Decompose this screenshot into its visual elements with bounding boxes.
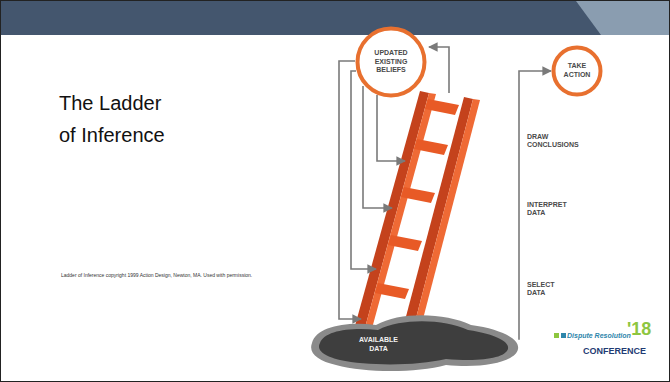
ladder <box>353 91 480 345</box>
logo-mark <box>554 333 566 338</box>
header-accent <box>576 1 669 35</box>
rung-label: SELECT DATA <box>527 281 567 298</box>
action-circle: TAKE ACTION <box>551 45 603 97</box>
rung-label: DRAW CONCLUSIONS <box>527 133 585 150</box>
copyright-note: Ladder of Inference copyright 1999 Actio… <box>61 272 321 278</box>
logo-year: '18 <box>627 319 667 341</box>
logo-text: CONFERENCE <box>583 346 663 357</box>
logo-text: Dispute Resolution <box>567 332 637 340</box>
rung-label: INTERPRET DATA <box>527 201 577 218</box>
pool-shape <box>306 299 521 373</box>
data-pool: AVAILABLE DATA <box>306 299 521 373</box>
node-text: TAKE ACTION <box>557 62 597 80</box>
title-text: The Ladder of Inference <box>59 87 169 151</box>
node-text: UPDATED EXISTING BELIEFS <box>363 49 419 75</box>
header-bar <box>1 1 669 35</box>
slide-title: The Ladder of Inference <box>59 87 169 151</box>
belief-circle: UPDATED EXISTING BELIEFS <box>355 26 427 98</box>
node-text: AVAILABLE DATA <box>354 336 404 354</box>
